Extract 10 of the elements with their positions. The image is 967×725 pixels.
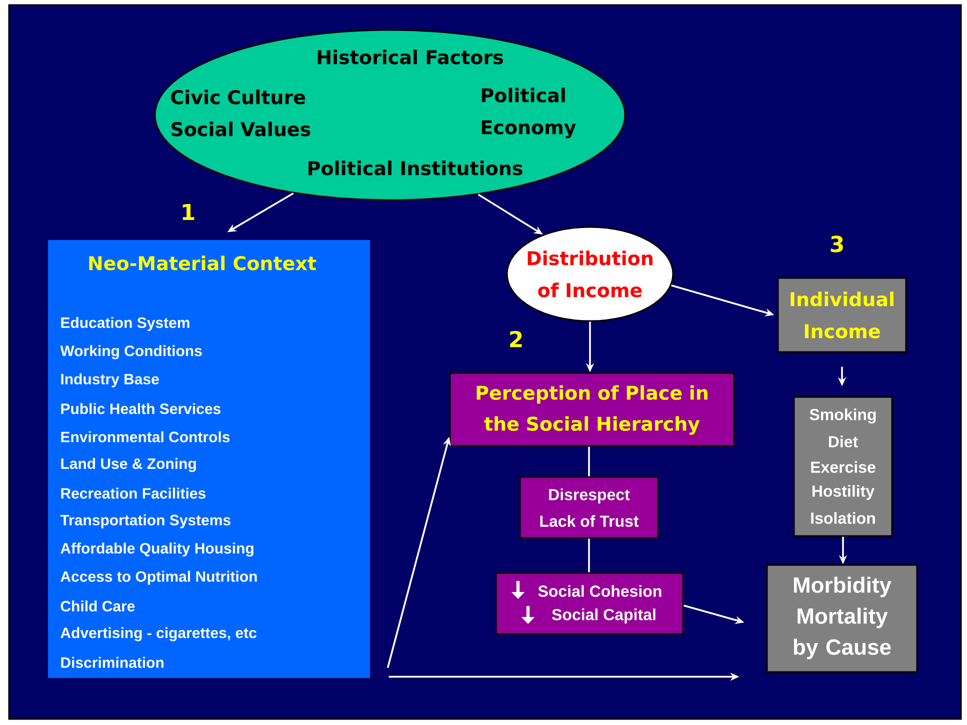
callout-number: 2 [510,330,522,348]
cohesion-box: Social Cohesion Social Capital [495,572,684,635]
behaviour-box: Smoking Diet Exercise Hostility Isolation [793,396,893,537]
context-box: Neo-Material Context Education System Working Conditions Industry Base Public Health Services Environmental Controls Land Use & Zoning Recreation Facilities Transportation Systems Affordable Quality Housing Access to Optimal Nutrition Child Care Advertising - cigarettes, etc Discrimination [48,240,370,678]
trust-box: Disrespect Lack of Trust [519,476,659,539]
callout-number: 1 [182,204,194,220]
income-box: Individual Income [777,277,907,353]
perception-box: Perception of Place in the Social Hierarchy [449,372,735,447]
outcome-box: Morbidity Mortality by Cause [766,564,918,673]
callout-number: 3 [830,236,843,252]
